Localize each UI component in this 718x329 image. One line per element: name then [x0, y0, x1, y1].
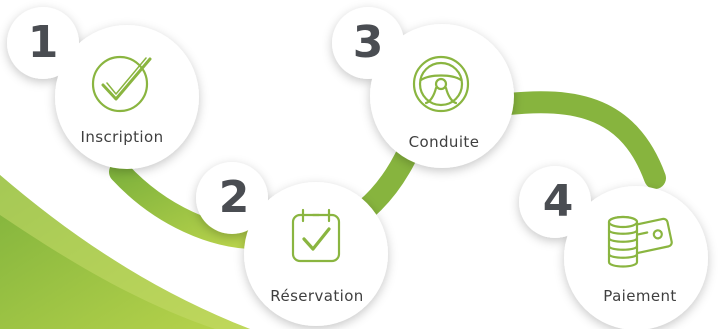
calendar-check-icon	[291, 208, 341, 263]
step-2-bubble	[196, 162, 388, 326]
step-2-label: Réservation	[270, 287, 364, 305]
checkmark-circle-icon	[91, 55, 152, 113]
step-1-label: Inscription	[80, 128, 164, 146]
connector-3-4	[489, 91, 666, 189]
step-3-label: Conduite	[408, 133, 480, 151]
step-3-number: 3	[352, 17, 384, 68]
step-2-number: 2	[218, 172, 250, 223]
step-1-number: 1	[27, 17, 59, 68]
decorative-swoosh	[0, 175, 250, 329]
steering-wheel-icon	[412, 55, 470, 113]
step-4-number: 4	[542, 176, 574, 227]
connector-1-2	[109, 161, 273, 250]
step-3-bubble	[332, 7, 514, 168]
coins-and-card-icon	[607, 215, 673, 268]
step-1-bubble	[7, 7, 199, 169]
step-4-label: Paiement	[603, 287, 677, 305]
